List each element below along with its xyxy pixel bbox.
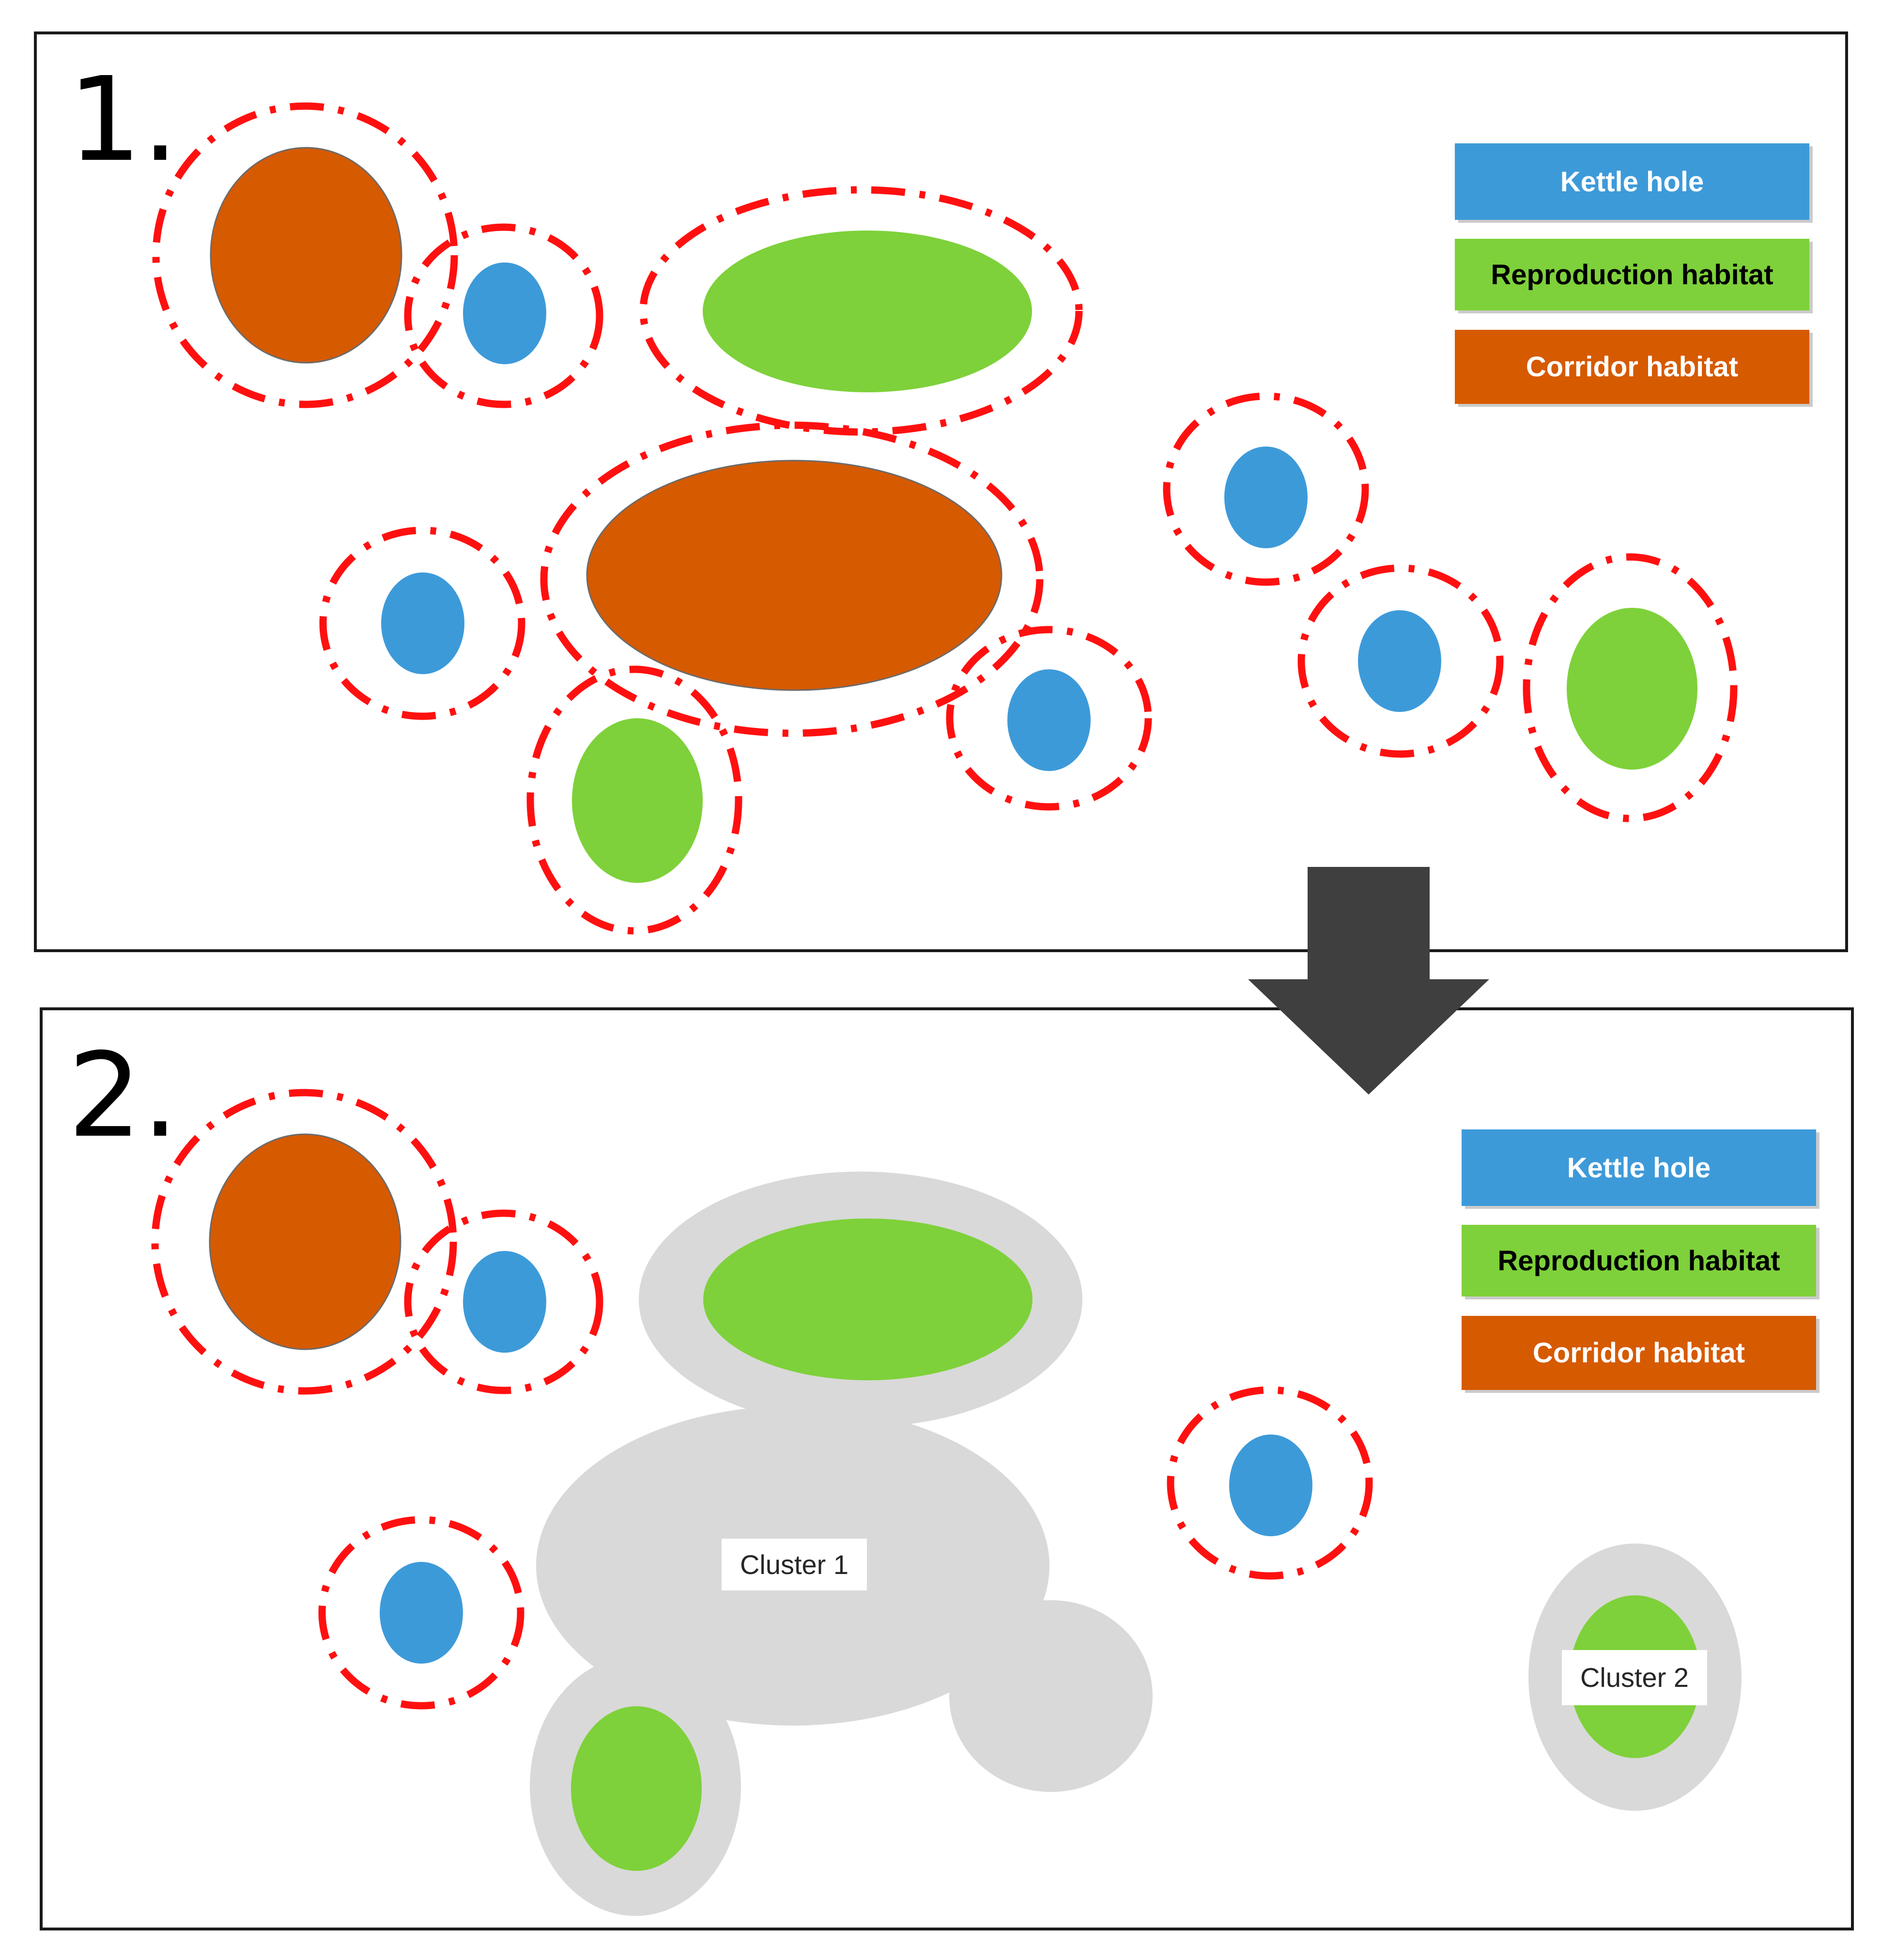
patch-kettle-1: [404, 1209, 603, 1394]
patch-kettle-4: [1163, 392, 1369, 586]
patch-reproduction-1: [639, 186, 1083, 436]
kettle-hole-patch: [380, 1562, 463, 1664]
patch-kettle-2: [318, 1516, 524, 1710]
legend-swatch: [1455, 239, 1809, 310]
buffer-ring: [639, 186, 1083, 436]
legend-label: Reproduction habitat: [1491, 259, 1773, 291]
patch-kettle-2: [319, 526, 525, 720]
kettle-hole-patch: [1224, 447, 1308, 548]
kettle-hole-patch: [1229, 1435, 1312, 1536]
patch-kettle-3: [946, 626, 1152, 811]
reproduction-habitat-patch: [703, 231, 1032, 392]
panel-1-legend: Kettle hole Reproduction habitat Corrido…: [1455, 143, 1813, 407]
corridor-habitat-patch: [210, 147, 402, 364]
buffer-ring: [404, 1209, 603, 1394]
cluster-label-box: [722, 1539, 867, 1590]
cluster-label-box: [1562, 1650, 1707, 1705]
buffer-ring: [318, 1516, 524, 1710]
buffer-ring: [946, 626, 1152, 811]
patch-corridor-1: [152, 102, 458, 408]
kettle-hole-patch: [381, 572, 464, 674]
patch-kettle-5: [1297, 564, 1504, 758]
reproduction-habitat-patch: [703, 1219, 1033, 1380]
legend-item-corridor-habitat: Corridor habitat: [1455, 330, 1813, 407]
cluster-2: Cluster 2: [1528, 1543, 1742, 1811]
legend-item-corridor-habitat: Corridor habitat: [1462, 1316, 1819, 1393]
reproduction-habitat-patch: [1567, 608, 1697, 770]
panel-2-patches: [151, 1089, 1373, 1710]
legend-swatch: [1462, 1225, 1816, 1296]
panel-1-patches: [152, 102, 1738, 935]
panel-1-number: 1.: [68, 52, 179, 187]
transition-arrow: [1248, 867, 1489, 1095]
buffer-ring: [152, 102, 458, 408]
corridor-habitat-patch: [209, 1133, 401, 1350]
legend-item-kettle-hole: Kettle hole: [1455, 143, 1813, 223]
cluster-2-label: Cluster 2: [1580, 1662, 1689, 1693]
buffer-ring: [526, 665, 742, 935]
kettle-hole-patch: [1358, 610, 1441, 712]
kettle-hole-patch: [463, 1251, 546, 1353]
buffer-ring: [1167, 1386, 1373, 1580]
patch-kettle-3: [1167, 1386, 1373, 1580]
corridor-habitat-patch: [586, 460, 1002, 691]
legend-swatch: [1462, 1129, 1816, 1206]
reproduction-habitat-patch: [572, 718, 703, 883]
legend-item-reproduction-habitat: Reproduction habitat: [1455, 239, 1813, 313]
cluster-1: Cluster 1: [530, 1172, 1153, 1916]
kettle-hole-patch: [1007, 669, 1091, 771]
legend-swatch: [1455, 330, 1809, 404]
buffer-ring: [1523, 553, 1738, 822]
legend-label: Reproduction habitat: [1497, 1245, 1780, 1277]
legend-label: Corridor habitat: [1533, 1337, 1745, 1369]
kettle-hole-patch: [463, 262, 546, 364]
legend-swatch: [1455, 143, 1809, 220]
panel-1: 1.: [34, 31, 1848, 952]
buffer-ring: [1163, 392, 1369, 586]
panel-2: 2. Cluster 1 Cluster 2: [40, 1007, 1854, 1930]
legend-label: Kettle hole: [1567, 1152, 1711, 1184]
buffer-ring: [1297, 564, 1504, 758]
cluster-1-label: Cluster 1: [740, 1549, 848, 1580]
legend-item-reproduction-habitat: Reproduction habitat: [1462, 1225, 1819, 1299]
legend-item-kettle-hole: Kettle hole: [1462, 1129, 1819, 1209]
patch-corridor-1: [151, 1089, 457, 1395]
cluster-area: [949, 1600, 1153, 1792]
buffer-ring: [319, 526, 525, 720]
legend-swatch: [1462, 1316, 1816, 1390]
patch-corridor-2: [540, 421, 1044, 737]
patch-kettle-1: [404, 223, 603, 408]
reproduction-habitat-patch: [571, 1706, 702, 1871]
legend-label: Corridor habitat: [1526, 351, 1738, 383]
patch-reproduction-2: [526, 665, 742, 935]
patch-reproduction-3: [1523, 553, 1738, 822]
buffer-ring: [151, 1089, 457, 1395]
legend-label: Kettle hole: [1560, 166, 1704, 198]
panel-2-number: 2.: [68, 1028, 179, 1163]
panel-2-legend: Kettle hole Reproduction habitat Corrido…: [1462, 1129, 1819, 1393]
down-arrow-icon: [1248, 867, 1489, 1095]
buffer-ring: [540, 421, 1044, 737]
buffer-ring: [404, 223, 603, 408]
